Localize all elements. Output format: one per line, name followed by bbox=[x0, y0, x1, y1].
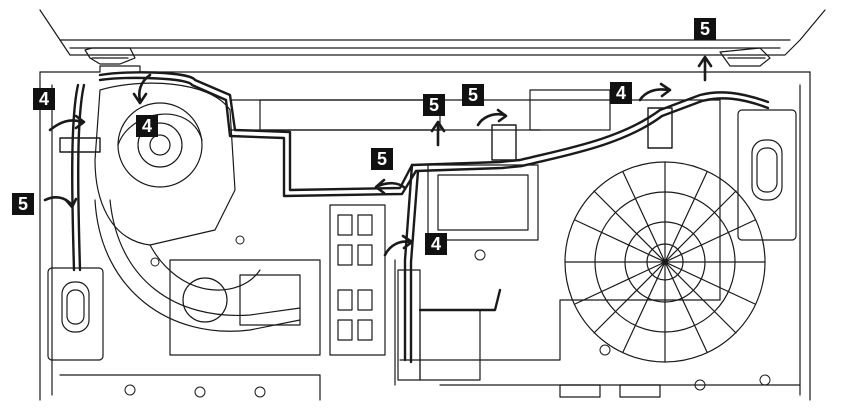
callout-4-top-left: 4 bbox=[33, 88, 55, 110]
bottom-edge bbox=[59, 374, 801, 401]
callout-4-lower-middle: 4 bbox=[425, 233, 447, 255]
callout-5-fan: 4 bbox=[136, 115, 158, 137]
base-chassis bbox=[39, 65, 811, 401]
system-board bbox=[229, 89, 721, 386]
antenna-cables bbox=[71, 71, 770, 364]
left-speaker bbox=[47, 267, 104, 361]
callout-5-middle: 5 bbox=[371, 148, 393, 170]
callout-5-top-right: 5 bbox=[694, 18, 716, 40]
callout-5-upper-middle: 5 bbox=[423, 94, 445, 116]
arrows bbox=[43, 55, 713, 257]
cooling-fan bbox=[94, 82, 236, 246]
left-hinge bbox=[84, 47, 136, 65]
callout-4-upper-right: 4 bbox=[610, 82, 632, 104]
callout-4-upper-middle: 5 bbox=[462, 84, 484, 106]
callout-5-left: 5 bbox=[12, 193, 34, 215]
heat-pipe bbox=[94, 199, 301, 332]
right-hinge bbox=[719, 47, 771, 67]
display-lid-outline bbox=[39, 9, 826, 56]
right-speaker bbox=[737, 109, 797, 241]
cable-clips bbox=[59, 107, 673, 161]
heatsink bbox=[169, 259, 321, 356]
cooling-grille bbox=[564, 161, 766, 363]
memory-module bbox=[329, 204, 386, 356]
wireless-card bbox=[427, 164, 539, 241]
